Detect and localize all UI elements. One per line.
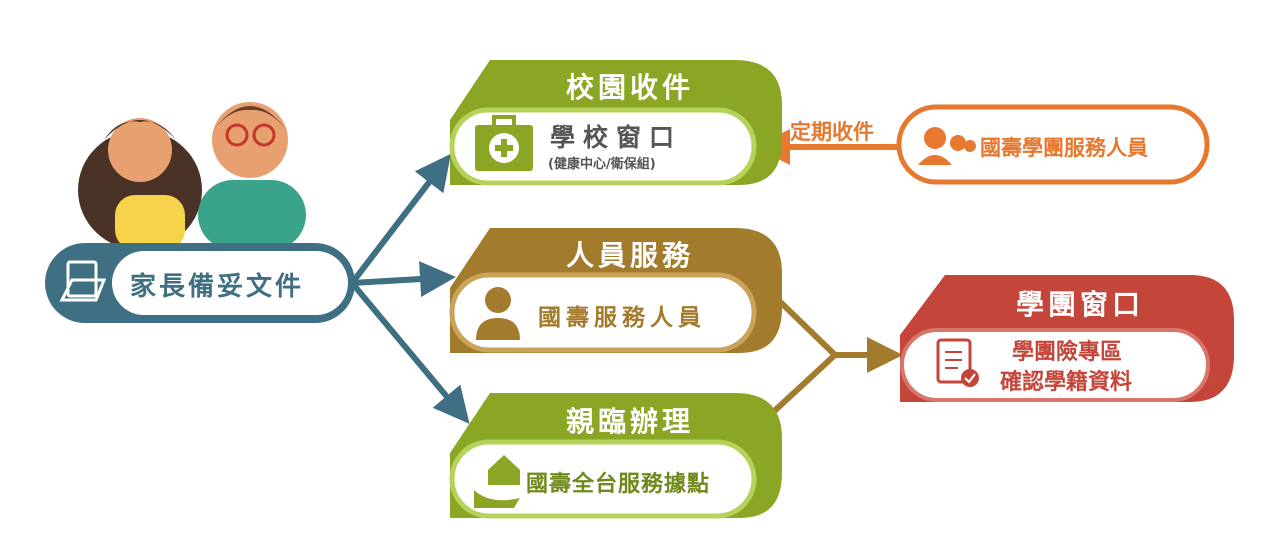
family-illustration (78, 102, 306, 250)
card-main-campus: 學校窗口 (550, 123, 683, 152)
parent-label: 家長備妥文件 (130, 272, 305, 302)
first-aid-kit-icon (475, 115, 533, 171)
card-main-staff: 國壽服務人員 (538, 305, 706, 331)
card-title-staff: 人員服務 (565, 239, 694, 272)
destination-title: 學團窗口 (1015, 288, 1144, 321)
teal-arrows (349, 153, 470, 424)
house-hand-icon (474, 455, 520, 508)
card-title-inperson: 親臨辦理 (565, 405, 694, 438)
card-main-inperson: 國壽全台服務據點 (526, 472, 711, 497)
brown-arrows (767, 289, 903, 418)
collector-label: 國壽學團服務人員 (980, 136, 1148, 160)
folder-document-icon (59, 260, 107, 302)
staff-group-icon (918, 127, 976, 165)
arrow-label-periodic: 定期收件 (790, 120, 874, 144)
destination-line1: 學團險專區 (1012, 340, 1123, 365)
clipboard-check-icon (936, 338, 979, 387)
phone-agent-icon (476, 287, 520, 340)
destination-line2: 確認學籍資料 (1000, 370, 1133, 395)
card-sub-campus: (健康中心/衛保組) (548, 157, 656, 172)
card-title-campus: 校園收件 (565, 71, 694, 104)
